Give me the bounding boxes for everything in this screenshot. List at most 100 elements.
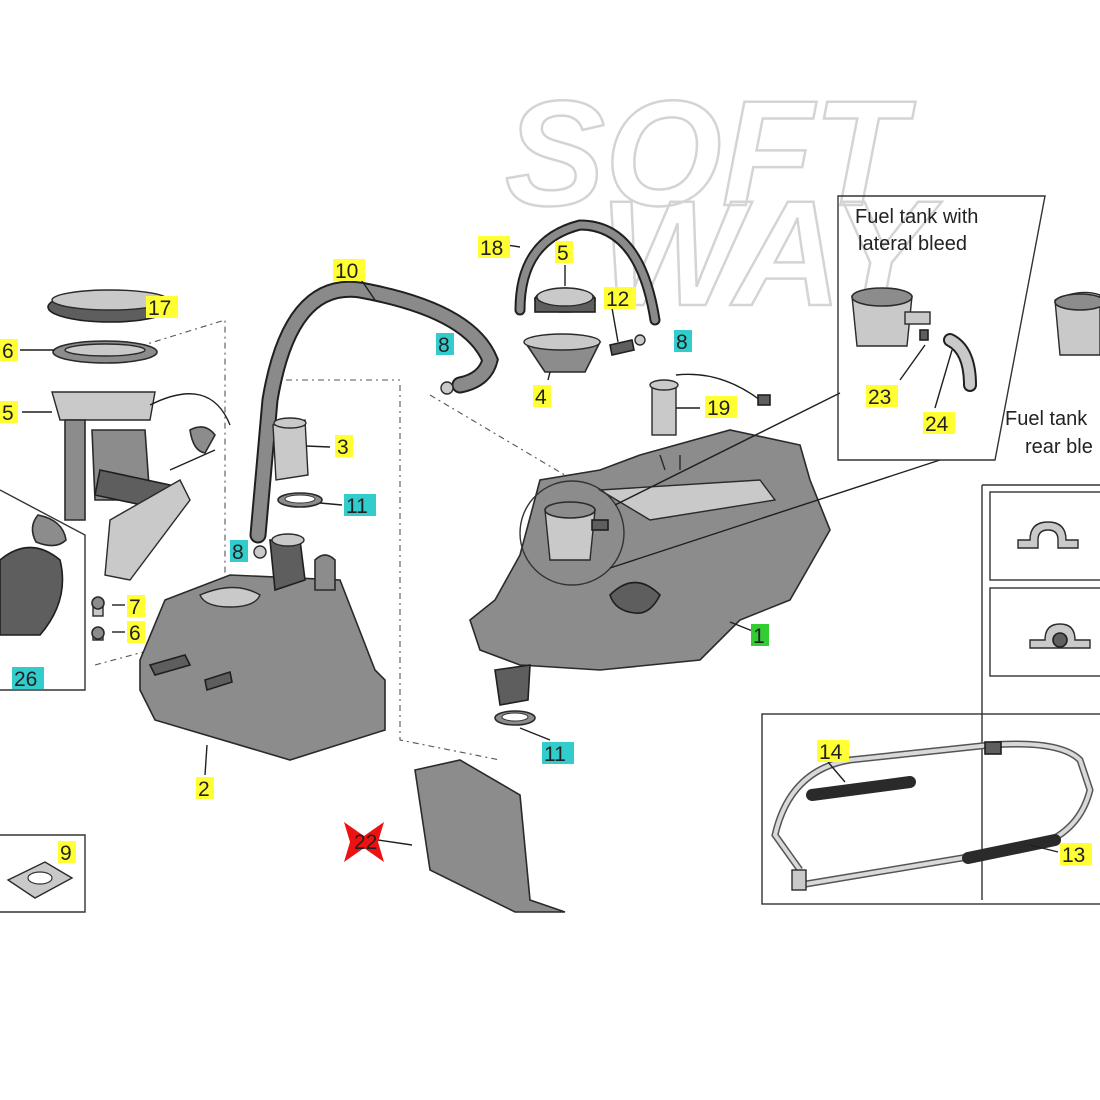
- sleeve-3: [272, 419, 309, 481]
- inset-rear-bleed: Fuel tank rear ble: [1005, 291, 1100, 458]
- callout-number: 4: [535, 386, 547, 409]
- filler-neck: [269, 539, 306, 592]
- callout-8-right: 8: [674, 330, 692, 354]
- filler-cap-assembly: [514, 219, 661, 373]
- callout-highlight: [127, 621, 145, 643]
- callout-11-bottom: 11: [542, 742, 574, 766]
- callout-number: 26: [14, 668, 37, 691]
- callout-number: 10: [335, 260, 358, 283]
- callout-24: 24: [923, 412, 955, 436]
- callout-highlight: [751, 624, 769, 646]
- callout-highlight: [127, 595, 145, 617]
- leader-lines: [20, 244, 756, 776]
- callout-highlight: [555, 241, 573, 263]
- callout-26: 26: [12, 667, 44, 691]
- callout-highlight: [817, 740, 849, 762]
- clip-8-right: [634, 334, 646, 346]
- callout-highlight: [705, 396, 737, 418]
- box-9: [0, 834, 86, 913]
- left-detail-box: [0, 489, 86, 691]
- callout-number: 6: [129, 622, 141, 645]
- clip-8-mid: [440, 381, 454, 395]
- hose-10: [249, 280, 499, 559]
- callout-number: 13: [1062, 844, 1085, 867]
- callout-10: 10: [333, 259, 365, 283]
- callout-number: 8: [438, 334, 450, 357]
- cover-plate-22: [377, 759, 566, 913]
- callout-highlight: [333, 259, 365, 281]
- callout-5-cap: 5: [555, 241, 573, 265]
- callout-number: 11: [544, 743, 566, 766]
- callout-highlight: [542, 742, 574, 764]
- seal-part-26: [0, 546, 64, 636]
- callout-number: 23: [868, 386, 891, 409]
- watermark-line-1: SOFT: [505, 69, 916, 237]
- callout-11-top: 11: [344, 494, 376, 518]
- callout-number: 19: [707, 397, 730, 420]
- callout-18: 18: [478, 236, 510, 260]
- callout-number: 14: [819, 741, 843, 764]
- callout-number: 2: [198, 778, 210, 801]
- clip-8-left: [253, 545, 267, 559]
- callout-highlight: [1060, 843, 1092, 865]
- hose-assembly-box: [761, 713, 1100, 905]
- callout-highlight: [230, 540, 248, 562]
- callout-highlight: [344, 494, 376, 516]
- callout-number: 3: [337, 436, 349, 459]
- red-marker-icon: [344, 822, 384, 862]
- callout-6-nut: 6: [127, 621, 145, 645]
- pump-filter: [104, 479, 191, 581]
- callout-highlight: [146, 296, 178, 318]
- callout-highlight: [436, 333, 454, 355]
- sleeve-and-clamp: [272, 417, 323, 508]
- level-sensor-19: [649, 373, 771, 436]
- detail-callout: [519, 392, 941, 586]
- callout-highlight: [674, 330, 692, 352]
- callout-highlight: [604, 287, 636, 309]
- callout-12: 12: [604, 287, 636, 311]
- callout-number: 11: [346, 495, 368, 518]
- callout-7: 7: [127, 595, 145, 619]
- callout-number: 8: [676, 331, 688, 354]
- callout-3: 3: [335, 435, 353, 459]
- callout-highlight: [12, 667, 44, 689]
- outlet-pipe: [494, 664, 531, 706]
- tank-main-1: [469, 429, 831, 726]
- callout-1: 1: [751, 624, 769, 648]
- callout-highlight: [533, 385, 551, 407]
- callout-number: 8: [232, 541, 244, 564]
- callout-5-pump: 5: [0, 401, 18, 425]
- callout-highlight: [923, 412, 955, 434]
- callout-6-ring: 6: [0, 339, 18, 363]
- inset-rear-title-line-2: rear ble: [1025, 436, 1093, 458]
- callout-8-left: 8: [230, 540, 248, 564]
- callout-19: 19: [705, 396, 737, 420]
- callout-number: 1: [753, 625, 765, 648]
- callout-highlight: [196, 777, 214, 799]
- callout-2: 2: [196, 777, 214, 801]
- clip-23: [919, 329, 929, 341]
- callout-23: 23: [866, 385, 898, 409]
- callout-highlight: [0, 401, 18, 423]
- hose-sleeve-13: [962, 834, 1061, 864]
- callout-highlight: [478, 236, 510, 258]
- callout-number: 18: [480, 237, 503, 260]
- callout-number: 17: [148, 297, 171, 320]
- inset-title-line-2: lateral bleed: [858, 233, 967, 255]
- fasteners-left: [91, 596, 105, 641]
- callout-17: 17: [146, 296, 178, 320]
- fuel-pump-assembly: [47, 289, 231, 581]
- inset-title-line-1: Fuel tank with: [855, 206, 978, 228]
- callout-number: 7: [129, 596, 141, 619]
- callout-highlight: [0, 339, 18, 361]
- callout-number: 5: [557, 242, 569, 265]
- clip-bracket-1: [1017, 521, 1079, 549]
- grommet-part: [31, 514, 67, 547]
- inset-lateral-bleed: Fuel tank with lateral bleed: [837, 195, 1046, 461]
- callout-number: 24: [925, 413, 949, 436]
- hose-sleeve-14: [806, 776, 916, 801]
- callout-number: 12: [606, 288, 629, 311]
- callout-22: 22: [344, 822, 384, 862]
